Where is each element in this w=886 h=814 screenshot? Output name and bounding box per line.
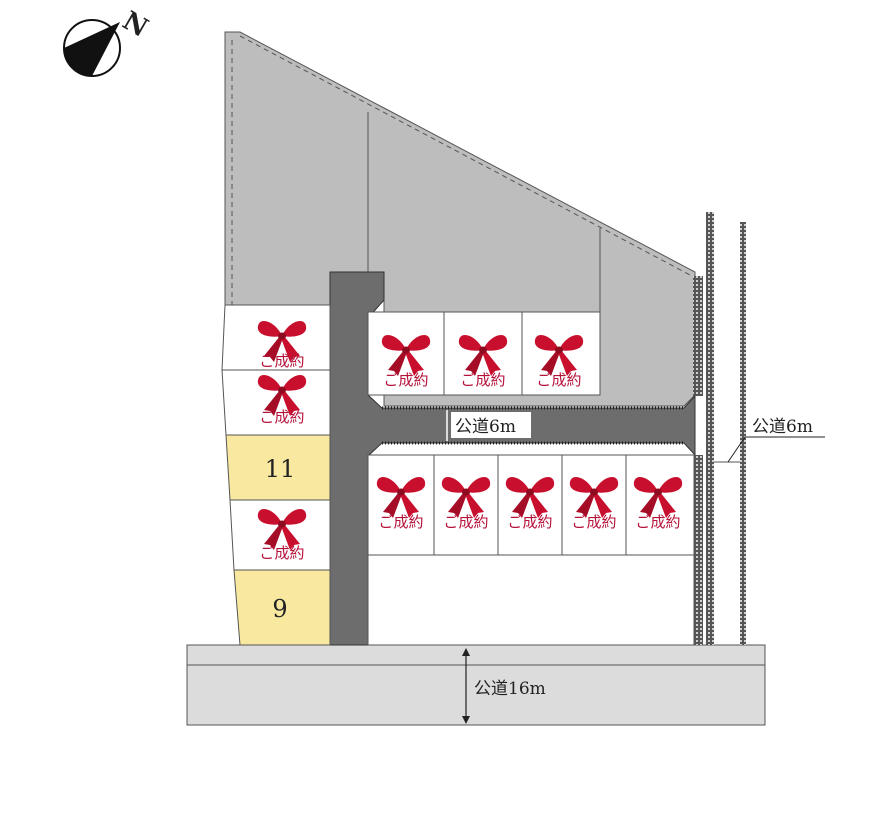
sold-label: ご成約 — [259, 352, 304, 370]
sold-markers: ご成約 ご成約 ご成約 ご成約 ご成約 ご成約 ご成約 ご成約 ご成約 ご成約 … — [257, 321, 683, 562]
sold-label: ご成約 — [571, 513, 616, 531]
side-road — [706, 212, 825, 645]
sold-label: ご成約 — [460, 371, 505, 389]
lot-number-9[interactable]: 9 — [272, 595, 287, 623]
sold-label: ご成約 — [378, 513, 423, 531]
compass-icon: N — [63, 6, 153, 77]
sold-label: ご成約 — [259, 408, 304, 426]
compass-north-letter: N — [117, 6, 153, 44]
sold-label: ご成約 — [635, 513, 680, 531]
main-road-label: 公道16m — [474, 679, 546, 699]
sold-label: ご成約 — [507, 513, 552, 531]
lower-lots — [367, 454, 695, 646]
sold-label: ご成約 — [259, 544, 304, 562]
lot-number-11[interactable]: 11 — [265, 455, 296, 483]
side-road-label: 公道6m — [752, 417, 813, 437]
sold-label: ご成約 — [536, 371, 581, 389]
sold-label: ご成約 — [383, 371, 428, 389]
main-road — [186, 644, 766, 726]
sold-label: ご成約 — [443, 513, 488, 531]
inner-road-label: 公道6m — [455, 417, 516, 437]
